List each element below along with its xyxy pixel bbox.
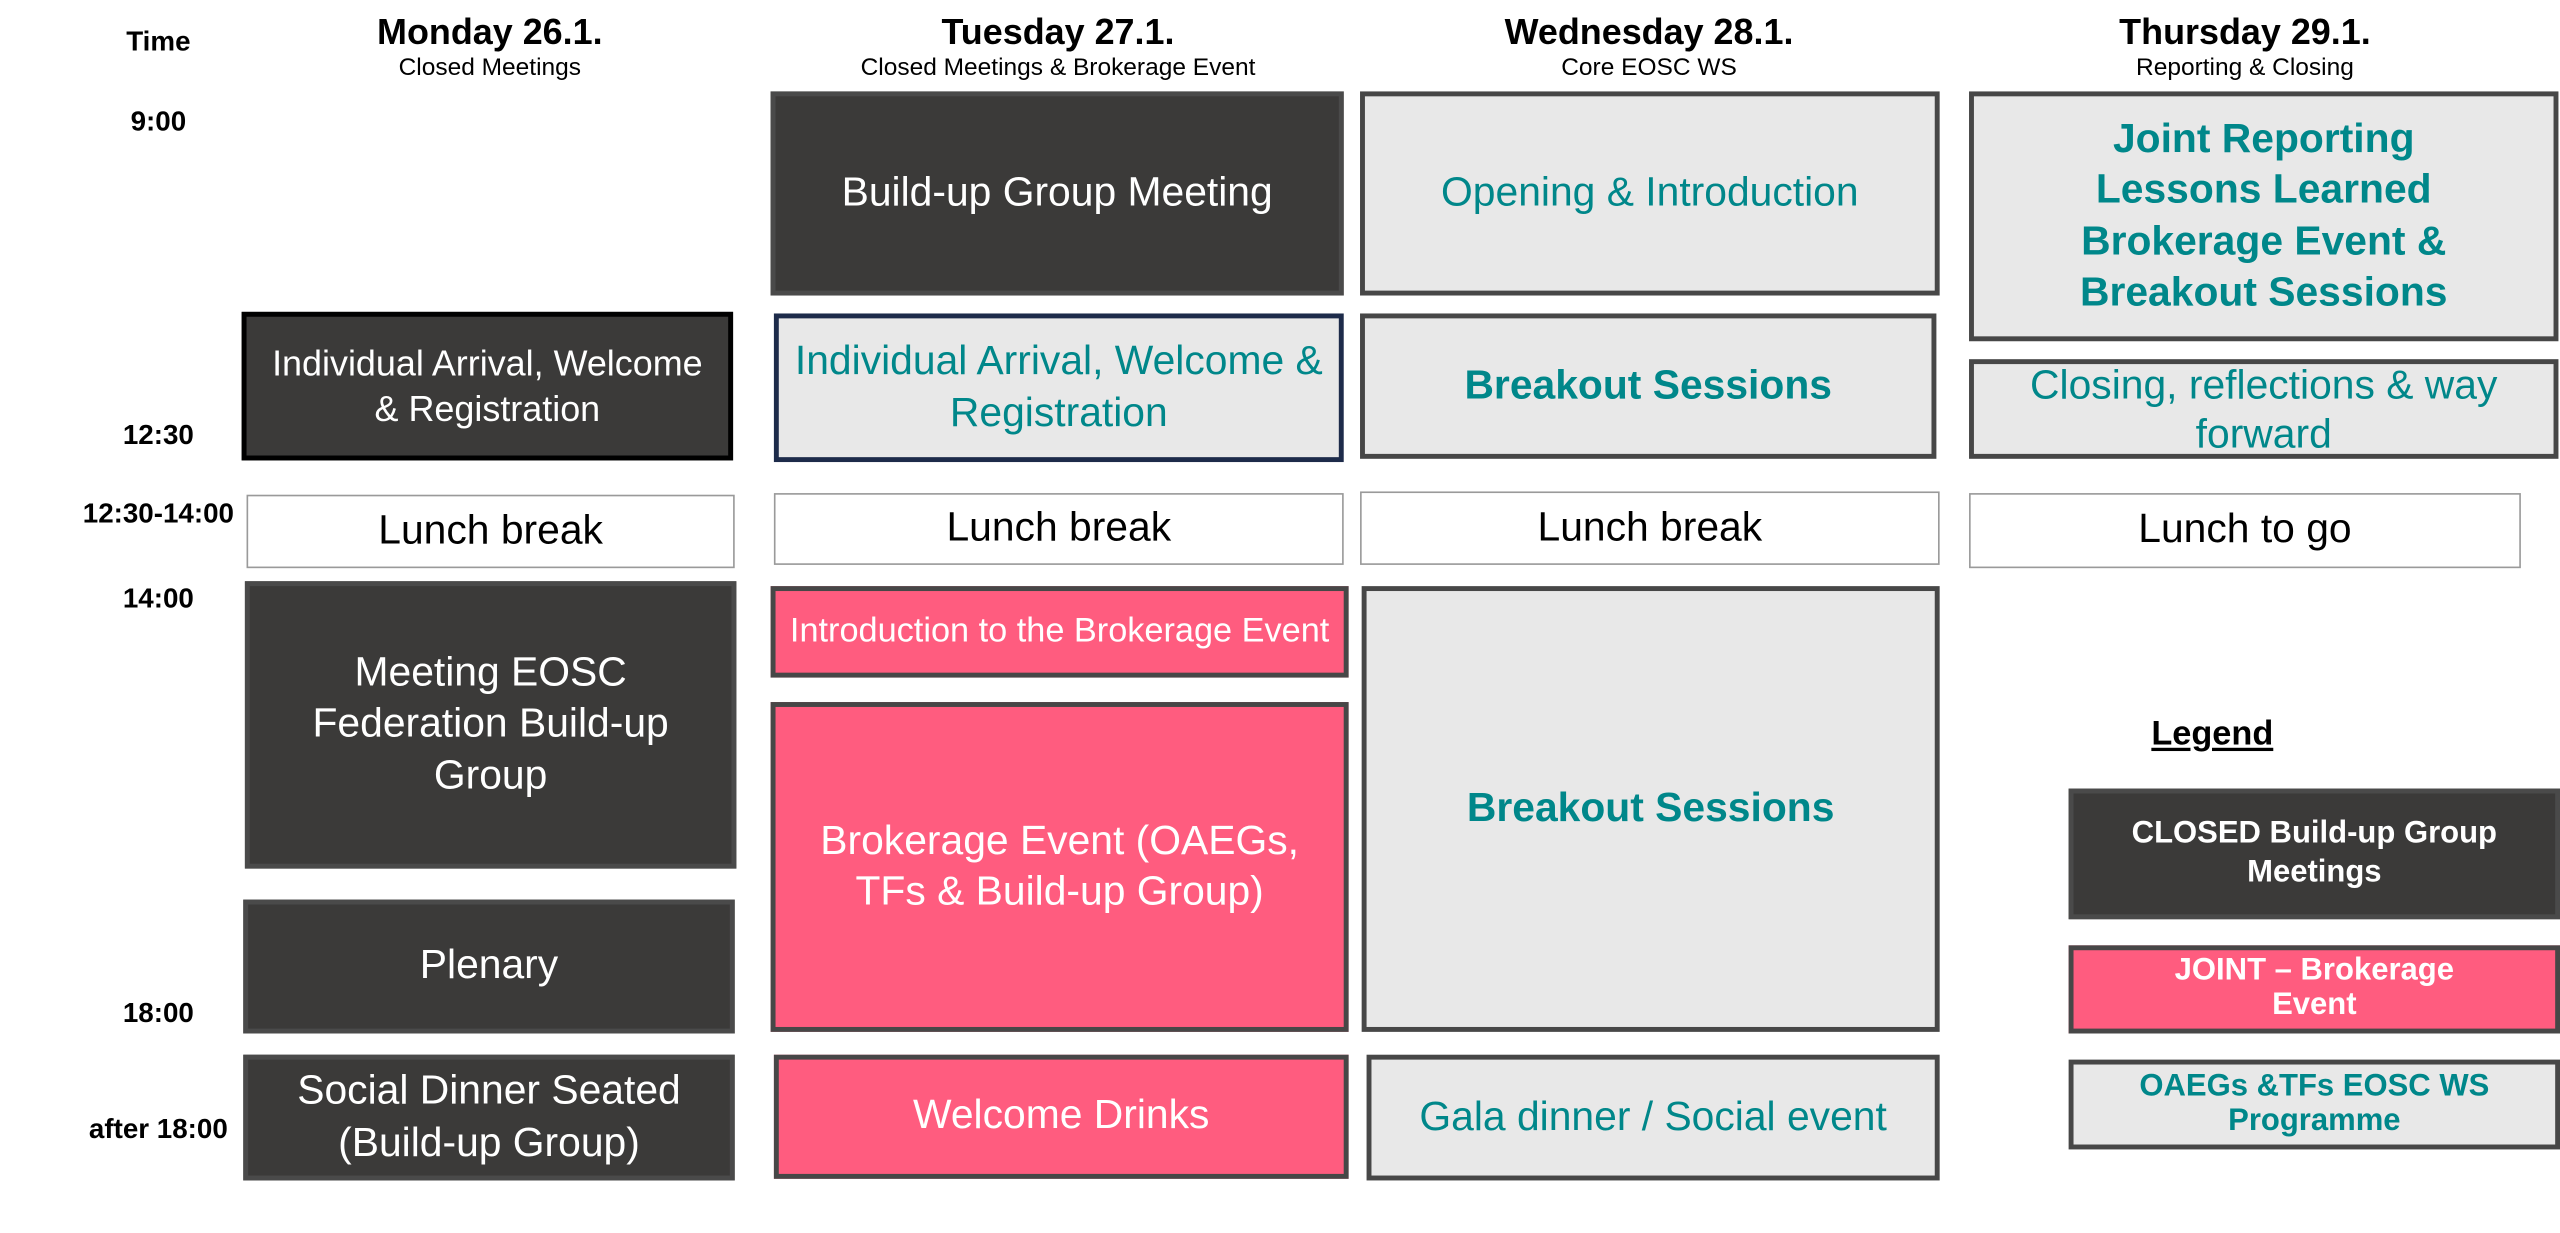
lunch-block: Lunch break (246, 494, 735, 569)
session-block: Joint Reporting Lessons Learned Brokerag… (1969, 91, 2559, 342)
session-block: Brokerage Event (OAEGs, TFs & Build-up G… (770, 702, 1349, 1032)
session-block: Build-up Group Meeting (770, 91, 1344, 296)
day-header-monday: Monday 26.1. Closed Meetings (377, 11, 603, 83)
day-header-wednesday: Wednesday 28.1. Core EOSC WS (1505, 11, 1794, 83)
session-block: Individual Arrival, Welcome & Registrati… (241, 311, 734, 461)
session-block: Social Dinner Seated (Build-up Group) (243, 1054, 735, 1181)
time-label: 14:00 (122, 582, 194, 614)
lunch-block: Lunch break (1360, 491, 1940, 565)
legend-programme: OAEGs &TFs EOSC WS Programme (2068, 1059, 2560, 1150)
session-block: Introduction to the Brokerage Event (770, 586, 1349, 678)
legend-title: Legend (2151, 715, 2274, 753)
session-block: Closing, reflections & way forward (1969, 359, 2559, 459)
day-title: Tuesday 27.1. (941, 11, 1175, 53)
day-subtitle: Core EOSC WS (1561, 53, 1737, 82)
day-title: Wednesday 28.1. (1504, 11, 1794, 53)
day-header-tuesday: Tuesday 27.1. Closed Meetings & Brokerag… (861, 11, 1256, 83)
day-subtitle: Closed Meetings & Brokerage Event (860, 53, 1256, 82)
session-block: Plenary (243, 899, 735, 1034)
session-block: Welcome Drinks (773, 1054, 1349, 1179)
day-subtitle: Closed Meetings (398, 53, 582, 82)
time-label: 9:00 (130, 106, 187, 138)
day-title: Monday 26.1. (377, 11, 603, 53)
legend-joint: JOINT – Brokerage Event (2068, 945, 2560, 1034)
session-block: Gala dinner / Social event (1366, 1054, 1940, 1181)
time-label: after 18:00 (88, 1113, 228, 1145)
time-label: 12:30 (122, 419, 194, 451)
day-header-thursday: Thursday 29.1. Reporting & Closing (2119, 11, 2371, 83)
session-block: Individual Arrival, Welcome & Registrati… (773, 313, 1344, 463)
lunch-block: Lunch to go (1969, 493, 2521, 569)
day-title: Thursday 29.1. (2119, 11, 2371, 53)
session-block: Meeting EOSC Federation Build-up Group (244, 581, 737, 869)
time-column-header: Time (126, 26, 191, 58)
legend-closed: CLOSED Build-up Group Meetings (2068, 788, 2560, 920)
session-block: Breakout Sessions (1361, 586, 1940, 1032)
session-block: Opening & Introduction (1360, 91, 1940, 296)
day-subtitle: Reporting & Closing (2136, 53, 2354, 82)
time-label: 18:00 (122, 997, 194, 1029)
session-block: Breakout Sessions (1360, 313, 1937, 459)
lunch-block: Lunch break (773, 493, 1344, 565)
time-label: 12:30-14:00 (82, 497, 234, 529)
